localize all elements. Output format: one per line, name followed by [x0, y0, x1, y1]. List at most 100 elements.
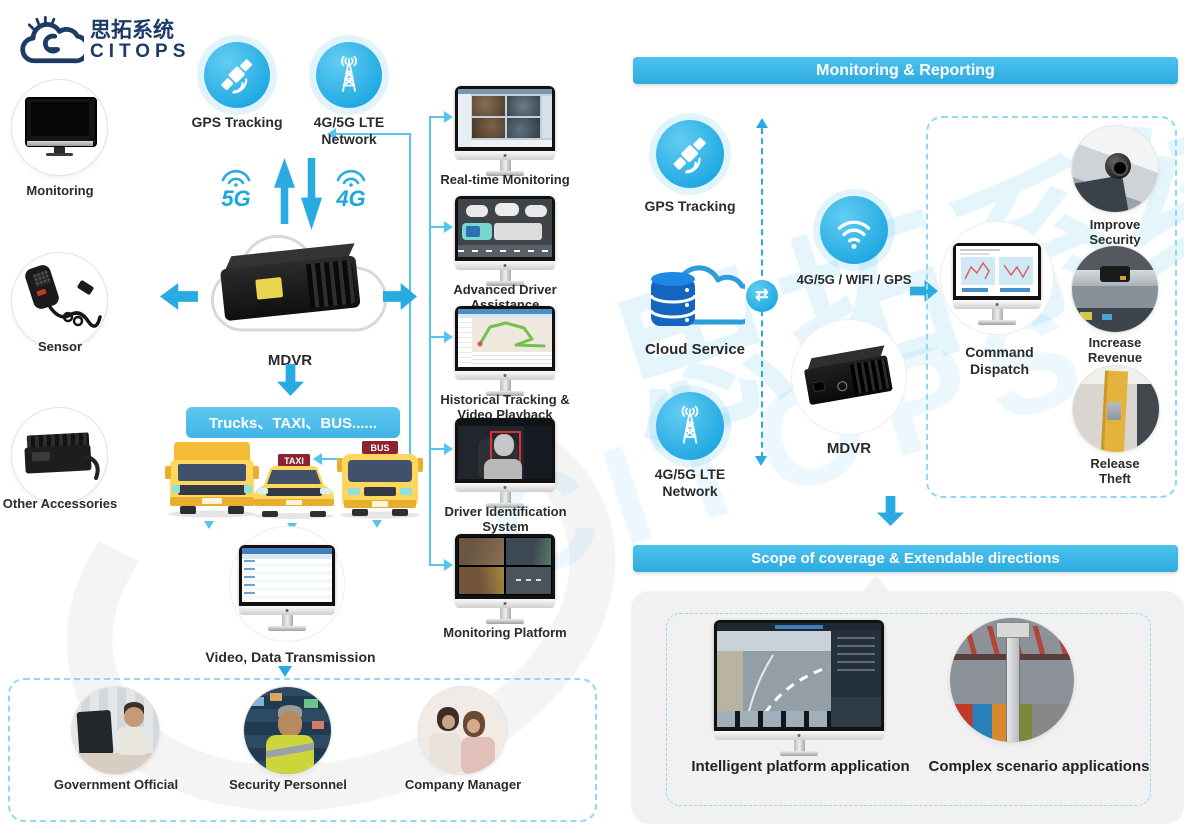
map-art	[1003, 264, 1030, 279]
art	[495, 203, 519, 216]
art	[124, 707, 144, 727]
art	[960, 249, 1000, 251]
monitoring-connector	[336, 133, 411, 135]
cell-tower-icon	[341, 55, 357, 92]
art	[507, 96, 540, 116]
truck-illustration	[165, 442, 259, 518]
art	[270, 693, 282, 701]
pole-art	[1006, 626, 1020, 742]
art	[717, 711, 831, 727]
art	[244, 560, 255, 600]
art	[305, 259, 357, 309]
platform-monitor	[455, 534, 555, 624]
brand-name-zh: 思拓系统	[90, 19, 174, 42]
downlink-arrow	[301, 158, 322, 230]
dashed-up-arrowhead	[756, 118, 768, 128]
art	[1120, 276, 1126, 280]
art	[31, 102, 89, 136]
cable-art	[84, 454, 100, 480]
map-art	[964, 261, 990, 280]
monitoring-label: Monitoring	[26, 183, 94, 198]
mdvr-device	[219, 243, 366, 327]
improve-security-label: Improve Security	[1089, 217, 1141, 248]
stakeholders-arrow	[278, 666, 292, 677]
sensor-label: Sensor	[37, 339, 83, 354]
intelligent-platform-label: Intelligent platform application	[691, 758, 910, 775]
brand-name-en: CITOPS	[90, 41, 191, 62]
gps-tracking-label: GPS Tracking	[191, 114, 283, 130]
art	[507, 118, 540, 138]
lte-network-label: 4G/5G LTE Network	[313, 114, 385, 147]
mdvr-label: MDVR	[267, 352, 313, 369]
art	[494, 223, 542, 240]
art	[837, 637, 875, 677]
lock-art	[1107, 402, 1121, 420]
wifi-4g-icon	[336, 169, 366, 187]
monitoring-arrowhead	[327, 128, 336, 140]
adas-monitor	[455, 196, 555, 286]
art	[458, 318, 472, 367]
art	[458, 250, 552, 252]
monitoring-photo	[12, 80, 107, 175]
scope-entry-arrow	[877, 496, 904, 526]
truck-down-arrow	[204, 521, 214, 529]
realtime-screen	[458, 89, 552, 147]
spreadsheet-screen	[242, 548, 332, 602]
svg-text:TAXI: TAXI	[284, 456, 304, 466]
scope-panel-notch	[862, 576, 890, 592]
monitoring-reporting-header: Monitoring & Reporting	[633, 57, 1178, 84]
right-mdvr-label: MDVR	[826, 440, 872, 457]
art	[429, 733, 461, 774]
art	[1080, 312, 1092, 320]
art	[242, 554, 332, 559]
platform-screen	[458, 537, 552, 595]
historical-screen	[458, 309, 552, 367]
art	[471, 140, 552, 147]
art	[116, 727, 150, 755]
monitors-connector-line	[429, 117, 431, 565]
increase-revenue-label: Increase Revenue	[1087, 335, 1143, 366]
art	[31, 451, 51, 462]
sensor-photo	[12, 253, 107, 348]
monitor2-connector	[429, 226, 444, 228]
accessories-arrowhead	[313, 453, 322, 465]
monitor1-arrowhead	[444, 111, 453, 123]
art	[27, 141, 93, 146]
art	[1137, 384, 1159, 452]
art	[831, 631, 881, 697]
art	[960, 253, 990, 255]
monitor5-connector	[429, 564, 444, 566]
satellite-icon	[221, 59, 252, 94]
monitor3-connector	[429, 336, 444, 338]
art	[1112, 160, 1128, 176]
right-lte-label: 4G/5G LTE Network	[654, 466, 726, 499]
transmission-monitor	[239, 545, 335, 631]
right-mdvr-photo	[792, 320, 906, 434]
complex-scenario-photo	[950, 618, 1074, 742]
release-theft-photo	[1073, 366, 1159, 452]
scope-dashed-box	[666, 613, 1151, 806]
release-theft-label: Release Theft	[1090, 456, 1140, 487]
art	[542, 96, 552, 138]
monitor5-arrowhead	[444, 559, 453, 571]
art	[76, 709, 114, 757]
stakeholders-box	[8, 678, 597, 822]
adas-screen	[458, 199, 552, 257]
art	[458, 89, 552, 94]
driver-id-monitor	[455, 418, 555, 508]
monitor2-arrowhead	[444, 221, 453, 233]
art	[525, 205, 547, 217]
historical-monitor	[455, 306, 555, 396]
other-accessories-label: Other Accessories	[2, 496, 118, 511]
realtime-label: Real-time Monitoring	[440, 172, 570, 187]
command-dispatch-monitor	[953, 243, 1041, 325]
right-gps-circle	[656, 120, 724, 188]
benefits-box	[926, 116, 1177, 498]
art	[458, 309, 552, 314]
improve-security-photo	[1072, 126, 1158, 212]
svg-text:BUS: BUS	[370, 443, 389, 453]
art	[996, 622, 1030, 638]
route-art	[477, 321, 546, 348]
satellite-icon	[673, 137, 706, 174]
art	[999, 257, 1033, 285]
